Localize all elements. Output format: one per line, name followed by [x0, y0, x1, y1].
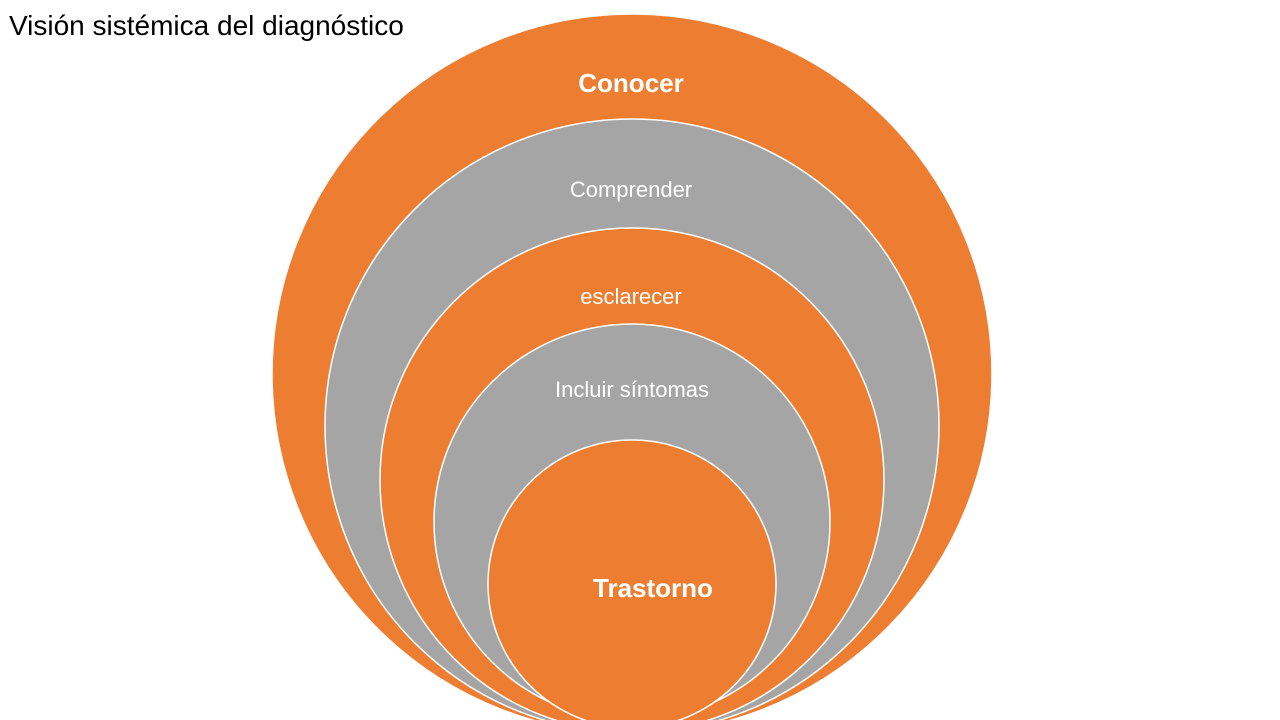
label-trastorno: Trastorno: [593, 573, 713, 603]
circle-trastorno: [487, 439, 777, 720]
slide-title: Visión sistémica del diagnóstico: [9, 10, 404, 41]
label-conocer: Conocer: [578, 68, 683, 98]
label-comprender: Comprender: [570, 177, 692, 202]
label-incluir-sintomas: Incluir síntomas: [555, 377, 709, 402]
label-esclarecer: esclarecer: [580, 284, 681, 309]
